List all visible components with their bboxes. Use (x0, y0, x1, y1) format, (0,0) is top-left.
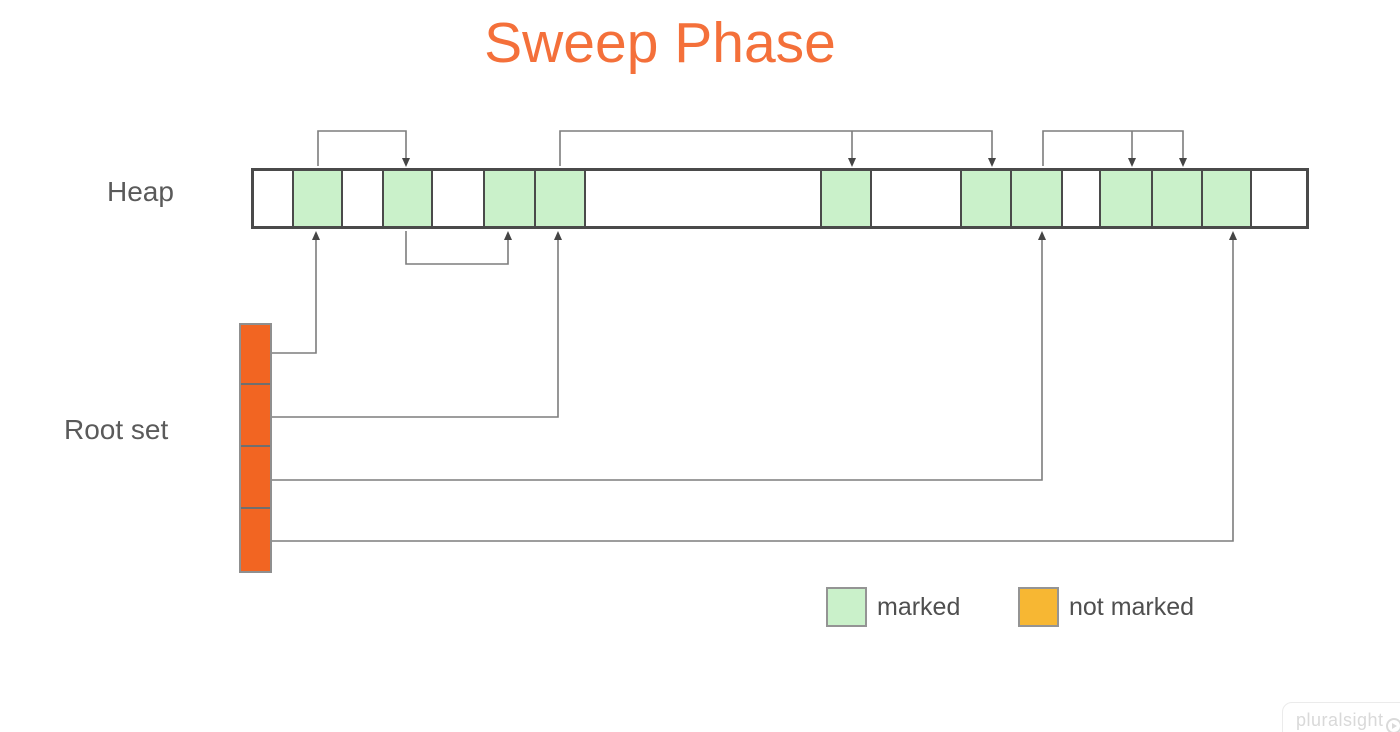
root-set-cell (241, 509, 270, 571)
heap-cell-free (1063, 171, 1101, 226)
heap-cell-free (586, 171, 822, 226)
heap-cell-marked (962, 171, 1012, 226)
heap-cell-marked (384, 171, 433, 226)
heap-cell-marked (294, 171, 343, 226)
heap-pointer-below (405, 231, 512, 265)
heap-cell-marked (1203, 171, 1252, 226)
root-set-bar (239, 323, 272, 573)
heap-label: Heap (107, 176, 174, 207)
legend-label-not-marked: not marked (1069, 593, 1195, 621)
heap-pointer-right (1042, 130, 1187, 167)
root-4-to-heap (272, 231, 1237, 542)
pluralsight-watermark: pluralsight (1282, 702, 1400, 732)
heap-cell-free (343, 171, 384, 226)
slide-title: Sweep Phase (484, 11, 836, 75)
play-circle-icon (1385, 718, 1400, 732)
heap-cell-free (433, 171, 485, 226)
heap-cell-marked (1012, 171, 1063, 226)
heap-cell-marked (485, 171, 536, 226)
pluralsight-logo-text: pluralsight (1296, 710, 1384, 730)
heap-cell-free (254, 171, 294, 226)
root-set-cell (241, 385, 270, 447)
legend-item-marked: marked (826, 587, 960, 627)
root-set-label: Root set (64, 414, 169, 445)
root-3-to-heap (272, 231, 1046, 481)
heap-cell-marked (1153, 171, 1203, 226)
heap-pointer-long (559, 130, 996, 167)
marked-swatch (826, 587, 867, 627)
heap-bar (251, 168, 1309, 229)
legend-item-not-marked: not marked (1018, 587, 1194, 627)
heap-pointer-left (317, 130, 410, 167)
root-1-to-heap (272, 231, 320, 354)
not-marked-swatch (1018, 587, 1059, 627)
root-set-cell (241, 447, 270, 509)
heap-cell-marked (1101, 171, 1153, 226)
heap-cell-free (872, 171, 962, 226)
heap-cell-free (1252, 171, 1306, 226)
legend-label-marked: marked (877, 593, 961, 621)
heap-cell-marked (822, 171, 872, 226)
heap-cell-marked (536, 171, 586, 226)
root-set-cell (241, 325, 270, 385)
root-2-to-heap (272, 231, 562, 418)
